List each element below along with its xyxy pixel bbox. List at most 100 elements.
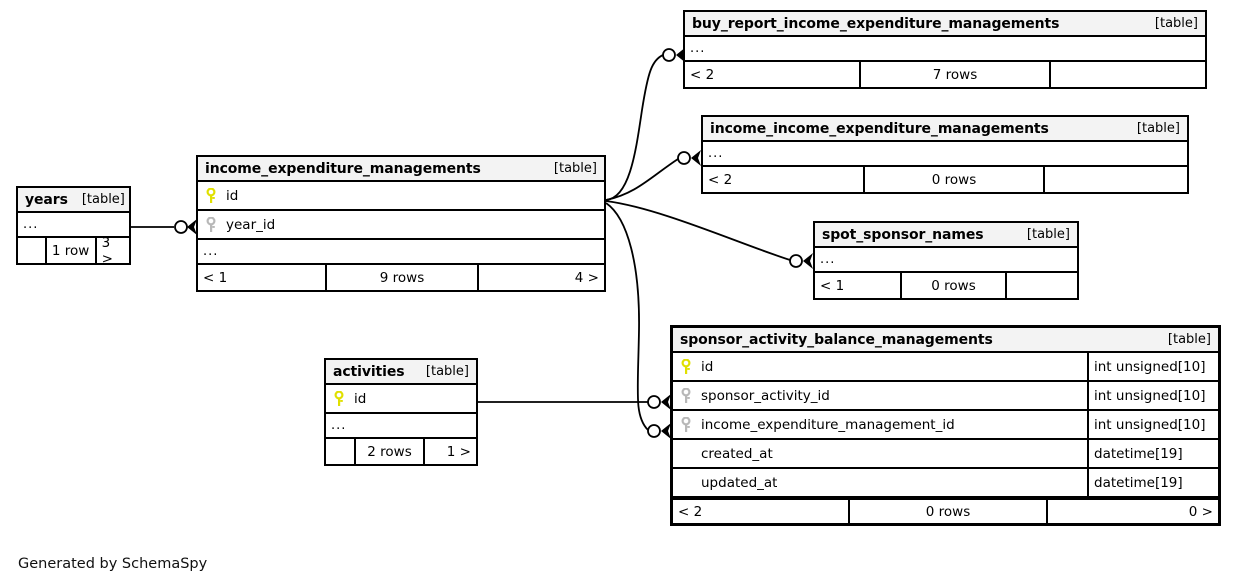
table-kind-label: [table] bbox=[1136, 121, 1180, 136]
table-kind-label: [table] bbox=[425, 364, 469, 379]
footer-children-count bbox=[1043, 167, 1187, 192]
edge-endpoint-circle bbox=[174, 220, 188, 234]
footer-parents-count: < 2 bbox=[690, 66, 715, 83]
table-buy-report-income-expenditure-managements[interactable]: buy_report_income_expenditure_management… bbox=[683, 10, 1207, 89]
column-type: int unsigned[10] bbox=[1087, 411, 1218, 438]
table-title: income_income_expenditure_managements bbox=[710, 120, 1049, 137]
table-title: spot_sponsor_names bbox=[822, 226, 984, 243]
column-name: sponsor_activity_id bbox=[701, 387, 830, 404]
column-type: datetime[19] bbox=[1087, 469, 1218, 496]
table-spot-sponsor-names[interactable]: spot_sponsor_names [table] ... < 1 0 row… bbox=[813, 221, 1079, 300]
hidden-columns-ellipsis: ... bbox=[18, 213, 129, 238]
footer-parents-count bbox=[326, 439, 354, 464]
column-name: created_at bbox=[701, 445, 773, 462]
table-row: id bbox=[198, 182, 604, 211]
edge-endpoint-arrow bbox=[691, 150, 701, 166]
footer-children-count: 1 > bbox=[423, 439, 476, 464]
table-footer: 2 rows 1 > bbox=[326, 439, 476, 464]
edge-endpoint-circle bbox=[677, 151, 691, 165]
column-cell: income_expenditure_management_id bbox=[673, 416, 1087, 433]
table-title: activities bbox=[333, 363, 405, 380]
foreign-key-icon bbox=[679, 416, 693, 433]
hidden-columns-ellipsis: ... bbox=[326, 414, 476, 439]
table-header: activities [table] bbox=[326, 360, 476, 385]
table-kind-label: [table] bbox=[81, 192, 125, 207]
table-footer: < 2 0 rows bbox=[703, 167, 1187, 192]
footer-parents-count: < 2 bbox=[678, 503, 703, 520]
edge-iem-to-sabm bbox=[605, 202, 649, 431]
footer-row-count: 0 rows bbox=[848, 500, 1046, 523]
table-title: years bbox=[25, 191, 68, 208]
table-header: buy_report_income_expenditure_management… bbox=[685, 12, 1205, 37]
table-title: income_expenditure_managements bbox=[205, 160, 481, 177]
column-cell: id bbox=[198, 187, 604, 204]
column-cell: created_at bbox=[673, 446, 1087, 462]
column-name: id bbox=[226, 187, 239, 204]
table-header: income_income_expenditure_managements [t… bbox=[703, 117, 1187, 142]
table-footer: < 1 9 rows 4 > bbox=[198, 265, 604, 290]
table-sponsor-activity-balance-managements[interactable]: sponsor_activity_balance_managements [ta… bbox=[670, 325, 1221, 526]
footer-children-count: 0 > bbox=[1046, 500, 1218, 523]
table-activities[interactable]: activities [table] id ... 2 rows 1 > bbox=[324, 358, 478, 466]
no-key-icon bbox=[679, 446, 693, 462]
column-name: income_expenditure_management_id bbox=[701, 416, 955, 433]
column-name: year_id bbox=[226, 216, 276, 233]
table-years[interactable]: years [table] ... 1 row 3 > bbox=[16, 186, 131, 265]
edge-iem-to-buy-report bbox=[605, 54, 664, 201]
footer-row-count: 0 rows bbox=[900, 273, 1005, 298]
table-row: year_id bbox=[198, 211, 604, 240]
edge-endpoint-circle bbox=[662, 48, 676, 62]
table-header: sponsor_activity_balance_managements [ta… bbox=[673, 328, 1218, 353]
table-row: income_expenditure_management_id int uns… bbox=[673, 411, 1218, 440]
hidden-columns-ellipsis: ... bbox=[685, 37, 1205, 62]
table-footer: < 1 0 rows bbox=[815, 273, 1077, 298]
hidden-columns-ellipsis: ... bbox=[198, 240, 604, 265]
hidden-columns-ellipsis: ... bbox=[703, 142, 1187, 167]
edge-endpoint-circle bbox=[789, 254, 803, 268]
table-title: buy_report_income_expenditure_management… bbox=[692, 15, 1060, 32]
primary-key-icon bbox=[679, 358, 693, 375]
footer-row-count: 7 rows bbox=[859, 62, 1049, 87]
edge-endpoint-circle bbox=[647, 424, 661, 438]
table-row: id int unsigned[10] bbox=[673, 353, 1218, 382]
footer-children-count bbox=[1049, 62, 1205, 87]
column-cell: updated_at bbox=[673, 475, 1087, 491]
edge-iem-to-income-income bbox=[605, 158, 679, 201]
column-cell: id bbox=[326, 390, 476, 407]
footer-children-count: 3 > bbox=[94, 238, 129, 263]
footer-row-count: 0 rows bbox=[863, 167, 1043, 192]
column-cell: id bbox=[673, 358, 1087, 375]
table-header: years [table] bbox=[18, 188, 129, 213]
table-income-income-expenditure-managements[interactable]: income_income_expenditure_managements [t… bbox=[701, 115, 1189, 194]
column-name: id bbox=[701, 358, 714, 375]
column-name: updated_at bbox=[701, 474, 778, 491]
generator-credit: Generated by SchemaSpy bbox=[18, 556, 208, 572]
footer-children-count bbox=[1005, 273, 1077, 298]
table-row: updated_at datetime[19] bbox=[673, 469, 1218, 498]
table-footer: 1 row 3 > bbox=[18, 238, 129, 263]
footer-parents-count: < 1 bbox=[203, 269, 228, 286]
column-name: id bbox=[354, 390, 367, 407]
column-type: datetime[19] bbox=[1087, 440, 1218, 467]
footer-parents-count: < 2 bbox=[708, 171, 733, 188]
footer-row-count: 9 rows bbox=[325, 265, 477, 290]
table-row: sponsor_activity_id int unsigned[10] bbox=[673, 382, 1218, 411]
foreign-key-icon bbox=[204, 216, 218, 233]
primary-key-icon bbox=[332, 390, 346, 407]
table-kind-label: [table] bbox=[1026, 227, 1070, 242]
footer-row-count: 1 row bbox=[44, 238, 95, 263]
column-cell: sponsor_activity_id bbox=[673, 387, 1087, 404]
table-header: spot_sponsor_names [table] bbox=[815, 223, 1077, 248]
table-title: sponsor_activity_balance_managements bbox=[680, 331, 993, 348]
edge-iem-to-spot-sponsor bbox=[605, 200, 791, 261]
footer-parents-count: < 1 bbox=[820, 277, 845, 294]
column-type: int unsigned[10] bbox=[1087, 353, 1218, 380]
footer-parents-count bbox=[18, 238, 45, 263]
footer-row-count: 2 rows bbox=[354, 439, 423, 464]
column-cell: year_id bbox=[198, 216, 604, 233]
table-income-expenditure-managements[interactable]: income_expenditure_managements [table] i… bbox=[196, 155, 606, 292]
edge-endpoint-circle bbox=[647, 395, 661, 409]
no-key-icon bbox=[679, 475, 693, 491]
footer-children-count: 4 > bbox=[477, 265, 604, 290]
